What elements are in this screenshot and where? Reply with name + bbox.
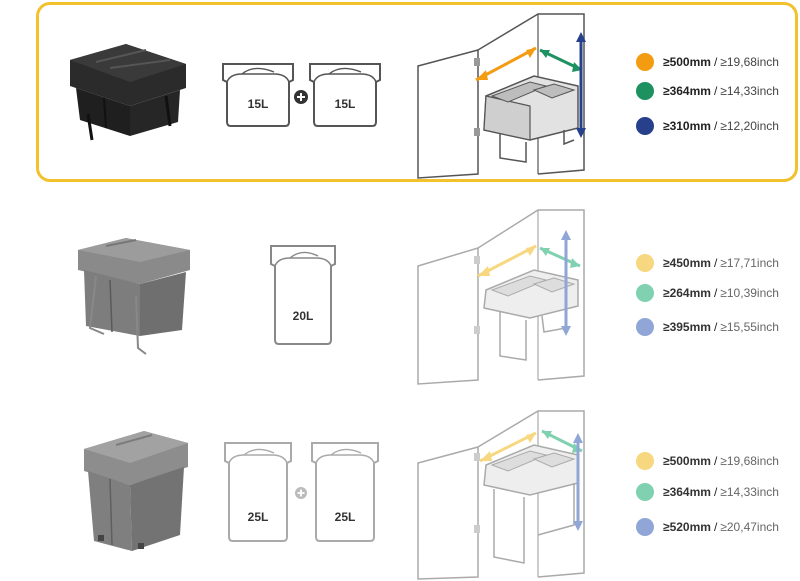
spec-mm: ≥264mm: [663, 286, 711, 300]
bin-outline-icon: 20L: [270, 245, 336, 345]
spec-depth: ≥364mm / ≥14,33inch: [636, 81, 779, 101]
spec-separator: /: [713, 520, 718, 534]
spec-separator: /: [713, 320, 718, 334]
spec-separator: /: [713, 485, 718, 499]
spec-width: ≥500mm / ≥19,68inch: [636, 451, 779, 471]
spec-mm: ≥364mm: [663, 84, 711, 98]
height-color-dot: [636, 117, 654, 135]
option-row-2[interactable]: 20L ≥450mm / ≥17,71inch ≥264mm / ≥10,39i…: [0, 200, 800, 390]
bin-outline-icon: 15L: [222, 63, 294, 127]
bin-capacity-label: 15L: [335, 97, 356, 111]
bin-outline-icon: 25L: [311, 442, 379, 542]
spec-width: ≥450mm / ≥17,71inch: [636, 253, 779, 273]
spec-separator: /: [713, 55, 718, 69]
spec-mm: ≥500mm: [663, 454, 711, 468]
height-color-dot: [636, 318, 654, 336]
cabinet-diagram-icon: [417, 209, 585, 385]
bin-outline-icon: 15L: [309, 63, 381, 127]
bin-capacity-label: 25L: [248, 510, 269, 524]
width-color-dot: [636, 254, 654, 272]
spec-inch: ≥17,71inch: [720, 256, 779, 270]
spec-separator: /: [713, 119, 718, 133]
bin-capacity-label: 15L: [248, 97, 269, 111]
spec-inch: ≥20,47inch: [720, 520, 779, 534]
option-row-1[interactable]: 15L 15L ≥500mm / ≥19,68in: [0, 0, 800, 190]
spec-mm: ≥500mm: [663, 55, 711, 69]
spec-mm: ≥520mm: [663, 520, 711, 534]
spec-mm: ≥395mm: [663, 320, 711, 334]
spec-height: ≥520mm / ≥20,47inch: [636, 517, 779, 537]
depth-color-dot: [636, 483, 654, 501]
depth-color-dot: [636, 82, 654, 100]
spec-inch: ≥15,55inch: [720, 320, 779, 334]
spec-depth: ≥364mm / ≥14,33inch: [636, 482, 779, 502]
height-color-dot: [636, 518, 654, 536]
spec-height: ≥310mm / ≥12,20inch: [636, 116, 779, 136]
width-color-dot: [636, 53, 654, 71]
spec-mm: ≥450mm: [663, 256, 711, 270]
spec-depth: ≥264mm / ≥10,39inch: [636, 283, 779, 303]
spec-separator: /: [713, 454, 718, 468]
spec-mm: ≥310mm: [663, 119, 711, 133]
spec-inch: ≥14,33inch: [720, 84, 779, 98]
bin-capacity-label: 20L: [293, 309, 314, 323]
selected-option-frame: [36, 2, 798, 182]
spec-inch: ≥14,33inch: [720, 485, 779, 499]
spec-width: ≥500mm / ≥19,68inch: [636, 52, 779, 72]
pull-out-bin-product-image: [84, 431, 188, 551]
spec-inch: ≥10,39inch: [720, 286, 779, 300]
cabinet-diagram-icon: [417, 13, 586, 179]
depth-color-dot: [636, 284, 654, 302]
spec-inch: ≥12,20inch: [720, 119, 779, 133]
plus-icon: [294, 90, 308, 104]
pull-out-bin-product-image: [70, 44, 186, 141]
bin-outline-icon: 25L: [224, 442, 292, 542]
cabinet-diagram-icon: [417, 410, 585, 580]
pull-out-bin-product-image: [78, 238, 190, 355]
spec-mm: ≥364mm: [663, 485, 711, 499]
plus-icon: [295, 487, 307, 499]
spec-height: ≥395mm / ≥15,55inch: [636, 317, 779, 337]
bin-capacity-label: 25L: [335, 510, 356, 524]
spec-separator: /: [713, 84, 718, 98]
spec-inch: ≥19,68inch: [720, 55, 779, 69]
width-color-dot: [636, 452, 654, 470]
spec-separator: /: [713, 256, 718, 270]
option-row-3[interactable]: 25L 25L ≥500mm / ≥19,68inch: [0, 395, 800, 581]
spec-separator: /: [713, 286, 718, 300]
spec-inch: ≥19,68inch: [720, 454, 779, 468]
